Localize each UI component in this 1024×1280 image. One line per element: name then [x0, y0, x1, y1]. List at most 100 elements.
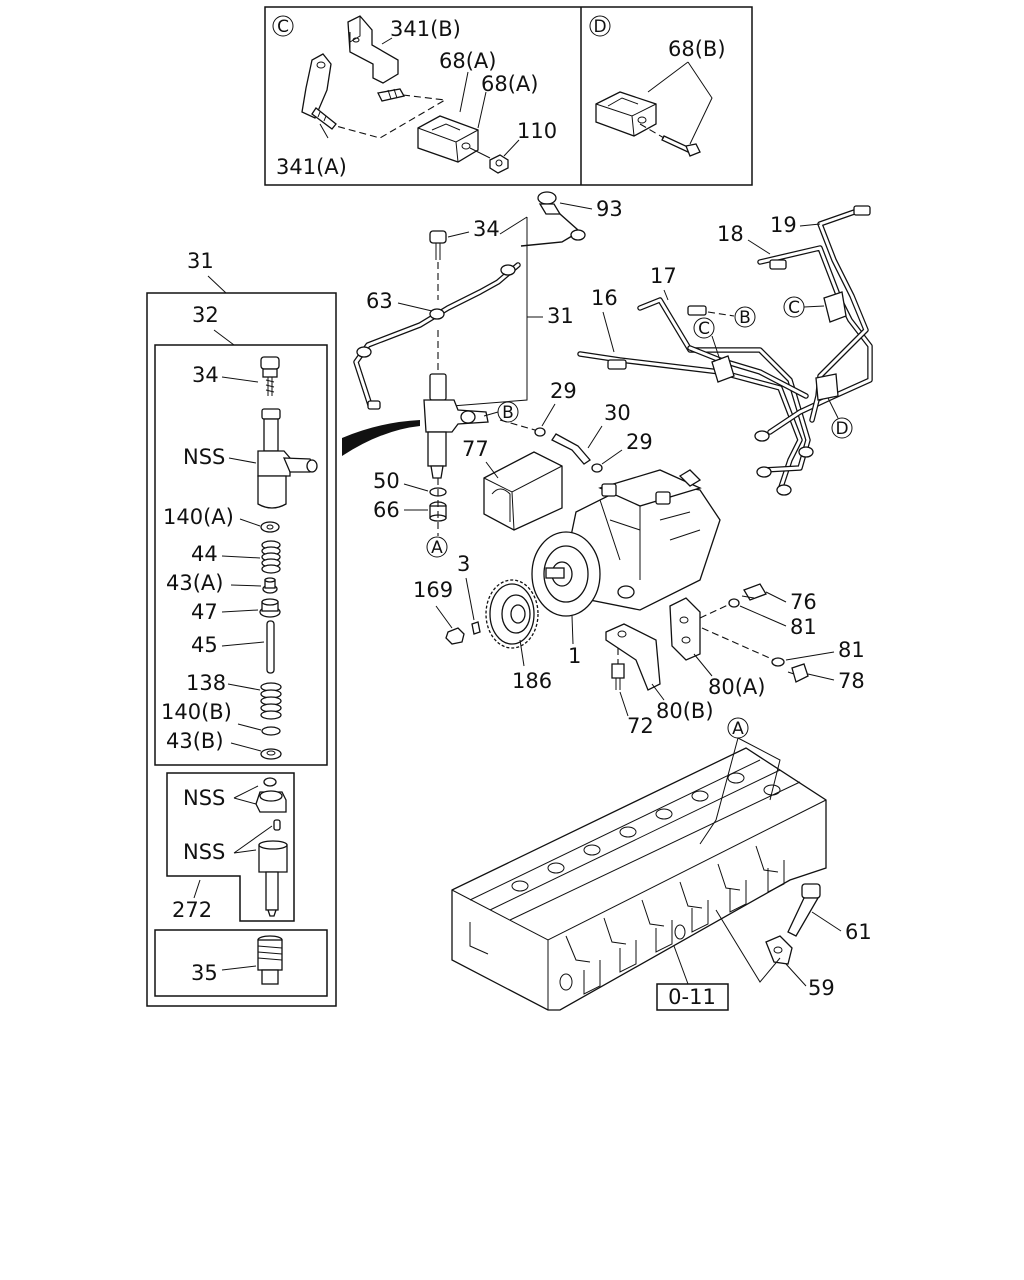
ref-a-head: A	[732, 719, 744, 739]
detail-c-letter: C	[277, 17, 289, 37]
injector-body-nss	[257, 408, 318, 509]
spring-138	[260, 682, 282, 720]
washer-81b	[771, 657, 785, 667]
label-50: 50	[373, 469, 400, 493]
detail-c-marker	[272, 15, 294, 37]
label-31: 31	[547, 304, 574, 328]
detail-d-marker	[589, 15, 611, 37]
bracket-341b	[347, 15, 405, 102]
label-34-kit: 34	[192, 363, 219, 387]
banjo-93	[520, 191, 586, 247]
label-44: 44	[191, 542, 218, 566]
label-3: 3	[457, 552, 470, 576]
ref-a: A	[431, 538, 443, 558]
label-30: 30	[604, 401, 631, 425]
nut-169	[445, 627, 465, 645]
label-18: 18	[717, 222, 744, 246]
pipe-bundle	[577, 205, 873, 496]
injector	[423, 373, 489, 479]
label-43b: 43(B)	[166, 729, 224, 753]
washer-81a	[728, 598, 740, 608]
nut-110	[489, 154, 509, 174]
bolt-72	[611, 663, 625, 690]
label-32: 32	[192, 303, 219, 327]
label-29b: 29	[626, 430, 653, 454]
hose-30	[551, 433, 591, 465]
bolt-78	[787, 663, 809, 683]
label-76: 76	[790, 590, 817, 614]
label-47: 47	[191, 600, 218, 624]
label-138: 138	[186, 671, 226, 695]
bolt-76	[741, 583, 767, 601]
clamp-d	[815, 373, 839, 401]
label-78: 78	[838, 669, 865, 693]
ref-b-pipe: B	[739, 308, 751, 328]
label-19: 19	[770, 213, 797, 237]
clamp-c-2	[823, 291, 847, 323]
bracket-80a	[669, 597, 701, 661]
injection-pump-1	[531, 469, 721, 617]
label-0-11: 0-11	[668, 985, 716, 1009]
ref-c-2: C	[788, 298, 800, 318]
pin-45	[266, 620, 275, 674]
label-66: 66	[373, 498, 400, 522]
ref-b-injector: B	[502, 403, 514, 423]
label-35: 35	[191, 961, 218, 985]
label-169: 169	[413, 578, 453, 602]
cylinder-head	[451, 747, 827, 1011]
detail-d-letter: D	[593, 17, 606, 37]
bolt-34-kit	[260, 356, 280, 396]
label-110: 110	[517, 119, 557, 143]
bracket-341a	[301, 53, 337, 130]
label-93: 93	[596, 197, 623, 221]
detail-c-view: C 341(B) 68(A)	[272, 15, 557, 179]
label-68a-2: 68(A)	[481, 72, 538, 96]
label-45: 45	[191, 633, 218, 657]
label-81b: 81	[838, 638, 865, 662]
injector-kit-panel: 31 32 34 NSS 140(A)	[146, 249, 337, 1007]
detail-pointer	[342, 420, 420, 456]
detail-d-view: D 68(B)	[589, 15, 726, 157]
seal-66	[429, 501, 447, 522]
label-61: 61	[845, 920, 872, 944]
label-140a: 140(A)	[163, 505, 234, 529]
reference-box-0-11[interactable]: 0-11	[656, 983, 729, 1011]
injection-pipe-63	[353, 262, 521, 410]
shim-47	[259, 598, 281, 618]
key-3	[471, 621, 481, 635]
bracket-80b	[605, 623, 661, 691]
label-341b: 341(B)	[390, 17, 461, 41]
label-nss-1: NSS	[183, 786, 225, 810]
gear-186	[485, 579, 539, 649]
main-assembly: 93 34 31 63 B 29	[342, 191, 873, 1011]
seat-43a	[262, 577, 278, 594]
label-80a: 80(A)	[708, 675, 765, 699]
ref-d: D	[835, 419, 848, 439]
washer-140a	[260, 521, 280, 533]
label-nss-2: NSS	[183, 840, 225, 864]
label-341a: 341(A)	[276, 155, 347, 179]
clamp-68a	[417, 115, 479, 163]
label-186: 186	[512, 669, 552, 693]
gasket-29b	[591, 463, 603, 473]
clamp-59	[765, 935, 793, 965]
label-77: 77	[462, 437, 489, 461]
label-80b: 80(B)	[656, 699, 714, 723]
label-29a: 29	[550, 379, 577, 403]
bolt-68b	[661, 135, 691, 153]
label-68b: 68(B)	[668, 37, 726, 61]
label-72: 72	[627, 714, 654, 738]
gasket-29a	[534, 427, 546, 437]
nozzle-272-frame	[166, 772, 295, 922]
label-nss-body: NSS	[183, 445, 225, 469]
label-81a: 81	[790, 615, 817, 639]
bolt-34	[429, 230, 447, 260]
label-43a: 43(A)	[166, 571, 223, 595]
nozzle-parts	[255, 777, 288, 917]
label-59: 59	[808, 976, 835, 1000]
cover-77	[483, 451, 563, 531]
spring-44	[261, 540, 281, 574]
label-68a-1: 68(A)	[439, 49, 496, 73]
label-1: 1	[568, 644, 581, 668]
